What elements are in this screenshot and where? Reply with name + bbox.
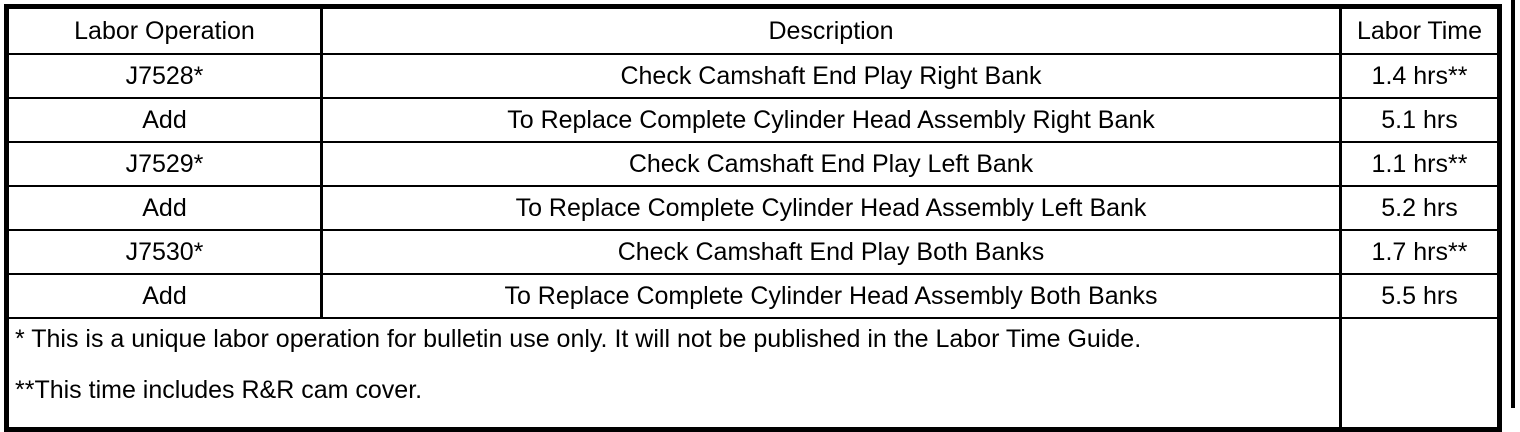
cell-labor-time: 5.1 hrs: [1339, 98, 1500, 143]
cell-labor-time: 5.2 hrs: [1339, 186, 1500, 231]
cell-labor-time: 1.7 hrs**: [1339, 230, 1500, 275]
table-row: J7528* Check Camshaft End Play Right Ban…: [6, 54, 1500, 99]
column-header-labor-time: Labor Time: [1339, 6, 1500, 55]
document-page: Labor Operation Description Labor Time J…: [4, 0, 1515, 432]
cell-labor-operation: J7529*: [6, 142, 322, 187]
cell-labor-time: 1.1 hrs**: [1339, 142, 1500, 187]
table-row: Add To Replace Complete Cylinder Head As…: [6, 98, 1500, 143]
labor-operation-table: Labor Operation Description Labor Time J…: [4, 4, 1502, 432]
table-body: J7528* Check Camshaft End Play Right Ban…: [6, 54, 1500, 430]
cell-labor-time: 5.5 hrs: [1339, 274, 1500, 319]
table-row: Add To Replace Complete Cylinder Head As…: [6, 186, 1500, 231]
cell-description: To Replace Complete Cylinder Head Assemb…: [320, 98, 1341, 143]
table-row: J7530* Check Camshaft End Play Both Bank…: [6, 230, 1500, 275]
table-footnote-row: * This is a unique labor operation for b…: [7, 318, 1500, 430]
cell-description: Check Camshaft End Play Right Bank: [320, 54, 1341, 99]
page-edge-rule: [1511, 0, 1515, 408]
cell-labor-operation: J7530*: [6, 230, 322, 275]
footnote-cell: * This is a unique labor operation for b…: [7, 318, 1341, 430]
cell-labor-operation: Add: [6, 98, 322, 143]
cell-description: To Replace Complete Cylinder Head Assemb…: [320, 274, 1341, 319]
cell-description: Check Camshaft End Play Left Bank: [320, 142, 1341, 187]
cell-labor-operation: J7528*: [6, 54, 322, 99]
table-row: J7529* Check Camshaft End Play Left Bank…: [6, 142, 1500, 187]
cell-description: To Replace Complete Cylinder Head Assemb…: [320, 186, 1341, 231]
cell-labor-time: 1.4 hrs**: [1339, 54, 1500, 99]
footnote-labor-time-cell: [1339, 318, 1500, 430]
table-header-row: Labor Operation Description Labor Time: [6, 6, 1500, 55]
column-header-description: Description: [320, 6, 1341, 55]
cell-labor-operation: Add: [6, 274, 322, 319]
footnote-line-double-asterisk: **This time includes R&R cam cover.: [15, 376, 423, 404]
footnote-line-single-asterisk: * This is a unique labor operation for b…: [15, 325, 1142, 353]
footnote-spacer: [15, 352, 1339, 378]
table-row: Add To Replace Complete Cylinder Head As…: [6, 274, 1500, 319]
table-header: Labor Operation Description Labor Time: [6, 6, 1500, 55]
cell-labor-operation: Add: [6, 186, 322, 231]
column-header-labor-operation: Labor Operation: [6, 6, 322, 55]
cell-description: Check Camshaft End Play Both Banks: [320, 230, 1341, 275]
